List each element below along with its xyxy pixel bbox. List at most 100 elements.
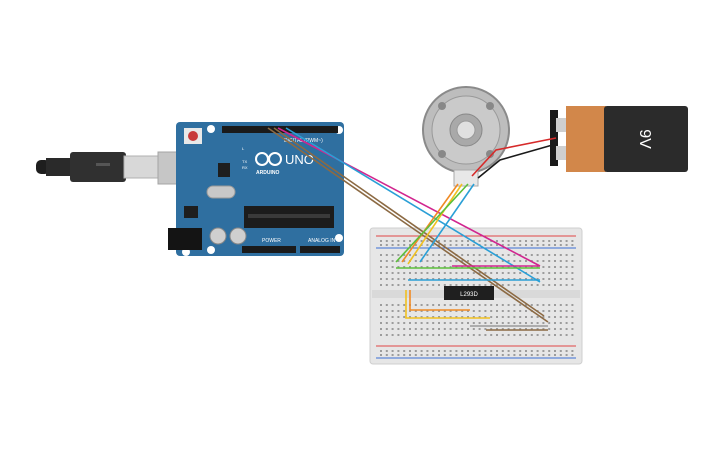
breadboard-hole xyxy=(571,254,574,256)
l293d-chip[interactable]: L293D xyxy=(444,286,494,300)
breadboard-hole xyxy=(525,254,527,256)
breadboard-hole xyxy=(472,334,475,336)
breadboard-hole xyxy=(438,322,440,324)
breadboard-hole xyxy=(525,284,527,286)
breadboard-hole xyxy=(484,244,487,246)
breadboard-hole xyxy=(478,272,481,274)
breadboard-hole xyxy=(426,254,429,256)
breadboard-hole xyxy=(432,240,435,242)
breadboard-hole xyxy=(391,284,394,286)
led-l-label: L xyxy=(242,146,245,151)
breadboard-hole xyxy=(548,310,551,312)
breadboard-hole xyxy=(519,244,522,246)
breadboard-hole xyxy=(548,354,551,356)
breadboard-hole xyxy=(519,350,522,352)
breadboard-hole xyxy=(490,284,493,286)
breadboard-hole xyxy=(467,354,469,356)
breadboard-hole xyxy=(403,272,406,274)
breadboard-hole xyxy=(519,310,522,312)
breadboard-hole xyxy=(571,304,574,306)
breadboard-hole xyxy=(472,260,475,262)
breadboard-hole xyxy=(403,240,406,242)
breadboard-hole xyxy=(403,254,406,256)
breadboard-hole xyxy=(542,350,545,352)
breadboard-hole xyxy=(548,334,551,336)
breadboard-hole xyxy=(530,240,533,242)
breadboard-hole xyxy=(432,350,435,352)
arduino-board[interactable]: UNO ARDUINO DIGITAL (PWM~) POWER ANALOG … xyxy=(168,122,344,256)
breadboard-hole xyxy=(490,316,493,318)
breadboard-hole xyxy=(496,322,498,324)
breadboard-hole xyxy=(478,316,481,318)
breadboard-hole xyxy=(414,266,417,268)
breadboard-hole xyxy=(501,350,504,352)
wire-black-battery xyxy=(477,143,557,179)
breadboard-hole xyxy=(530,272,533,274)
breadboard-hole xyxy=(496,354,498,356)
breadboard-hole xyxy=(461,350,464,352)
breadboard-hole xyxy=(467,334,469,336)
breadboard-hole xyxy=(432,266,435,268)
breadboard-hole xyxy=(519,354,522,356)
breadboard-hole xyxy=(438,272,440,274)
breadboard-hole xyxy=(409,350,411,352)
wire-green-motor xyxy=(395,183,469,263)
breadboard-hole xyxy=(455,240,458,242)
breadboard-hole xyxy=(571,310,574,312)
breadboard-hole xyxy=(519,240,522,242)
breadboard-hole xyxy=(501,272,504,274)
breadboard-hole xyxy=(420,272,423,274)
breadboard-hole xyxy=(507,322,510,324)
breadboard-hole xyxy=(478,350,481,352)
breadboard-hole xyxy=(554,304,556,306)
breadboard-hole xyxy=(571,284,574,286)
breadboard-hole xyxy=(380,350,382,352)
breadboard-hole xyxy=(443,322,446,324)
breadboard-hole xyxy=(461,304,464,306)
breadboard-hole xyxy=(385,272,388,274)
breadboard-hole xyxy=(397,272,400,274)
breadboard-hole xyxy=(380,304,382,306)
breadboard-hole xyxy=(496,328,498,330)
breadboard-hole xyxy=(414,278,417,280)
breadboard-hole xyxy=(472,328,475,330)
breadboard-hole xyxy=(548,244,551,246)
breadboard-hole xyxy=(490,322,493,324)
breadboard-hole xyxy=(484,284,487,286)
breadboard-hole xyxy=(397,322,400,324)
breadboard-hole xyxy=(397,328,400,330)
breadboard-hole xyxy=(409,266,411,268)
breadboard-hole xyxy=(397,244,400,246)
wire-yellow-bb xyxy=(405,290,490,319)
breadboard-hole xyxy=(513,334,516,336)
breadboard-hole xyxy=(519,322,522,324)
breadboard-hole xyxy=(478,310,481,312)
breadboard-hole xyxy=(449,272,452,274)
breadboard-hole xyxy=(507,310,510,312)
breadboard-hole xyxy=(513,284,516,286)
battery-9v[interactable]: 9V xyxy=(550,106,688,172)
breadboard-hole xyxy=(472,284,475,286)
breadboard-hole xyxy=(455,284,458,286)
breadboard-hole xyxy=(536,284,539,286)
breadboard-hole xyxy=(455,278,458,280)
breadboard-hole xyxy=(565,322,568,324)
breadboard-hole xyxy=(391,354,394,356)
breadboard-hole xyxy=(438,244,440,246)
breadboard-hole xyxy=(432,254,435,256)
breadboard-hole xyxy=(478,260,481,262)
breadboard-hole xyxy=(467,254,469,256)
dc-motor[interactable] xyxy=(422,86,510,187)
breadboard-hole xyxy=(443,310,446,312)
breadboard-hole xyxy=(385,350,388,352)
breadboard-hole xyxy=(461,240,464,242)
breadboard-hole xyxy=(490,310,493,312)
breadboard-hole xyxy=(559,350,562,352)
breadboard-hole xyxy=(559,304,562,306)
breadboard-hole xyxy=(455,354,458,356)
breadboard-hole xyxy=(565,278,568,280)
breadboard-hole xyxy=(455,266,458,268)
breadboard-hole xyxy=(385,284,388,286)
breadboard-hole xyxy=(525,350,527,352)
breadboard-hole xyxy=(507,334,510,336)
